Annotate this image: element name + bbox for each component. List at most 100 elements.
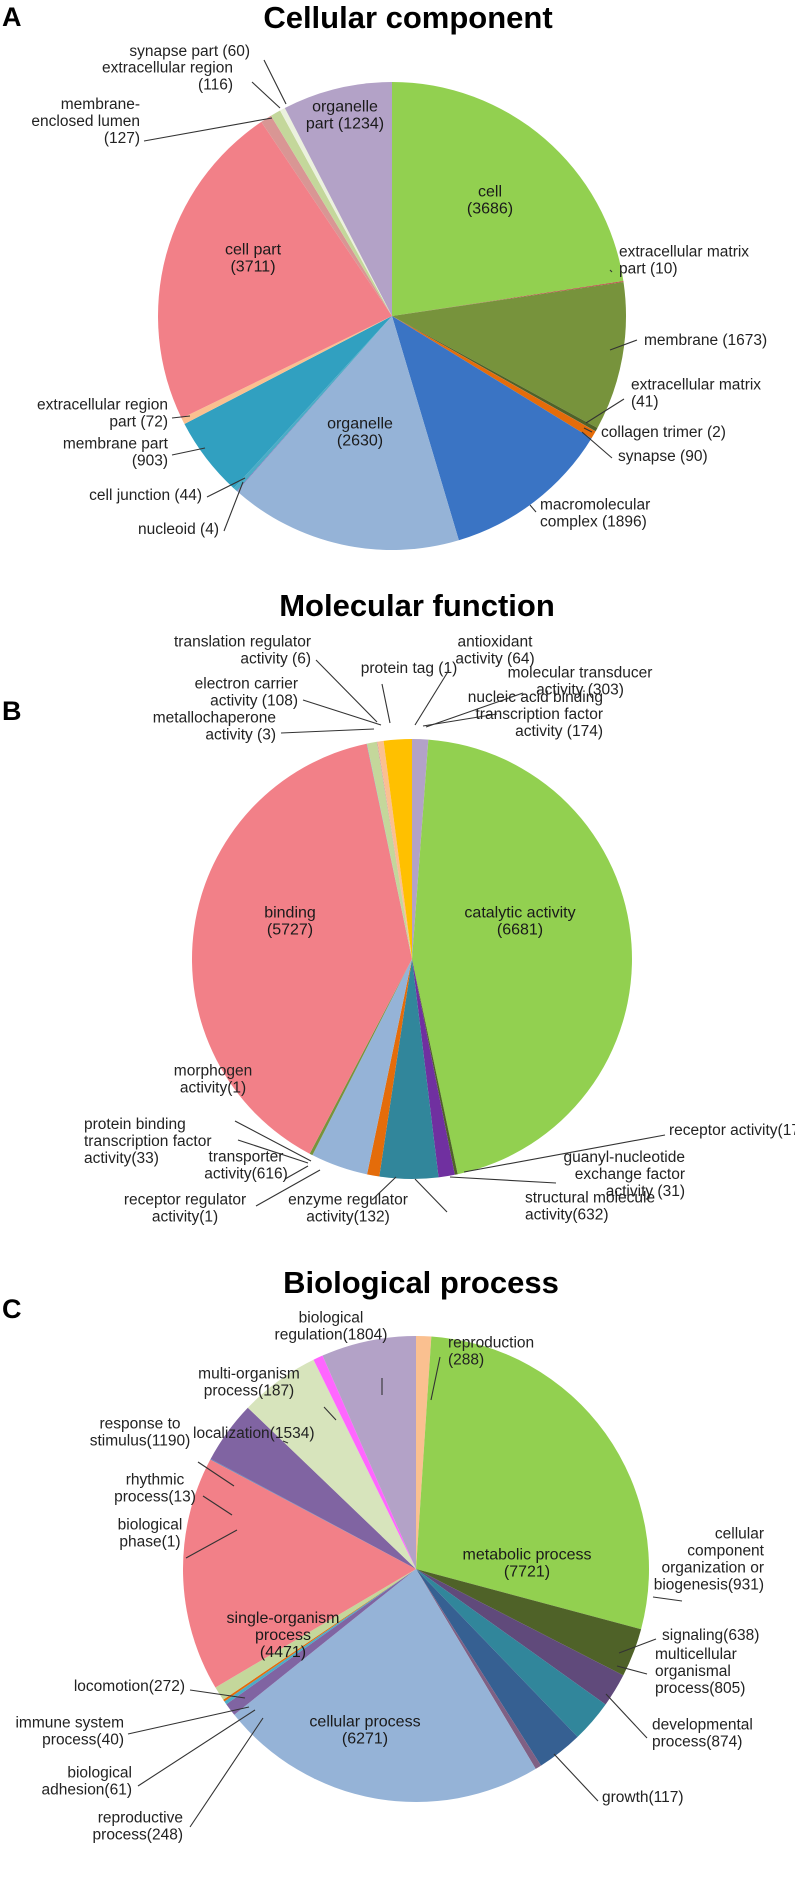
leader-receptor-regulator-activity xyxy=(255,1169,321,1207)
leader-guanyl-nucleotide-exchange-factor-activity xyxy=(449,1176,557,1184)
label-reproduction: reproduction(288) xyxy=(448,1335,534,1369)
slice-localization xyxy=(247,1359,416,1569)
slice-metallochaperone-activity xyxy=(366,743,412,959)
slice-membrane xyxy=(392,281,626,428)
biological-process-title: Biological process xyxy=(283,1265,559,1300)
leader-localization xyxy=(282,1440,289,1444)
slice-response-to-stimulus xyxy=(210,1407,416,1569)
slice-biological-phase xyxy=(210,1459,416,1569)
cellular-component-title: Cellular component xyxy=(263,0,552,35)
leader-reproductive-process xyxy=(189,1717,264,1828)
slice-reproductive-process xyxy=(226,1569,416,1715)
label-receptor-activity: receptor activity(175) xyxy=(669,1122,795,1139)
slice-membrane-enclosed-lumen xyxy=(261,115,392,316)
slice-immune-system-process xyxy=(223,1569,416,1702)
leader-multi-organism-process xyxy=(323,1406,337,1421)
leader-morphogen-activity xyxy=(234,1120,312,1162)
leader-synapse-part xyxy=(263,59,287,105)
slice-cellular-process xyxy=(234,1569,536,1803)
leader-rhythmic-process xyxy=(202,1495,233,1516)
slice-locomotion xyxy=(215,1569,416,1700)
slice-multicellular-organismal-process xyxy=(416,1569,606,1737)
leader-multicellular-organismal-process xyxy=(616,1665,648,1675)
slice-membrane-part xyxy=(184,316,392,489)
slice-collagen-trimer xyxy=(392,316,596,432)
slice-biological-regulation xyxy=(322,1336,416,1569)
leader-biological-phase xyxy=(185,1529,238,1559)
leader-immune-system-process xyxy=(127,1706,250,1735)
leader-translation-regulator-activity xyxy=(315,659,378,723)
slice-extracellular-region-part xyxy=(181,316,392,425)
leader-growth xyxy=(553,1753,599,1802)
leader-macromolecular-complex xyxy=(529,504,537,513)
slice-macromolecular-complex xyxy=(392,316,592,541)
leader-response-to-stimulus xyxy=(197,1461,235,1487)
slice-growth xyxy=(416,1569,542,1769)
label-synapse-part: synapse part (60) xyxy=(129,43,250,60)
slice-rhythmic-process xyxy=(210,1458,416,1569)
label-binding: binding(5727) xyxy=(264,905,316,939)
slice-nucleoid xyxy=(236,316,392,492)
leader-extracellular-matrix-part xyxy=(609,269,613,273)
leader-molecular-transducer-activity xyxy=(425,692,524,728)
slice-guanyl-nucleotide-exchange-factor-activity xyxy=(412,959,458,1175)
leader-signaling xyxy=(618,1638,657,1654)
label-metabolic-process: metabolic process(7721) xyxy=(463,1547,592,1581)
leader-transporter-activity xyxy=(284,1165,309,1180)
leader-reproduction xyxy=(430,1356,441,1401)
slice-antioxidant-activity xyxy=(377,740,412,959)
leader-receptor-activity xyxy=(463,1134,666,1173)
label-collagen-trimer: collagen trimer (2) xyxy=(601,424,726,441)
label-growth: growth(117) xyxy=(602,1789,684,1806)
slice-molecular-transducer-activity xyxy=(383,739,412,959)
slice-synapse xyxy=(392,316,596,439)
leader-developmental-process xyxy=(605,1693,648,1739)
slice-synapse-part xyxy=(280,107,392,316)
slice-catalytic-activity xyxy=(412,739,632,1175)
leader-extracellular-region xyxy=(251,81,281,109)
panel-label-b: B xyxy=(2,696,22,726)
leader-electron-carrier-activity xyxy=(302,699,382,726)
label-localization: localization(1534) xyxy=(193,1425,315,1442)
leader-synapse xyxy=(581,431,613,459)
slice-structural-molecule-activity xyxy=(379,959,439,1179)
slice-protein-binding-transcription-factor-activity xyxy=(309,959,412,1156)
slice-morphogen-activity xyxy=(309,959,412,1154)
label-extracellular-region: extracellular region(116) xyxy=(102,60,233,94)
leader-antioxidant-activity xyxy=(414,669,450,726)
slice-extracellular-matrix-part xyxy=(392,281,624,316)
leader-nucleoid xyxy=(223,481,244,532)
slice-metabolic-process xyxy=(416,1336,650,1630)
leader-enzyme-regulator-activity xyxy=(371,1176,397,1201)
slice-organelle xyxy=(236,316,459,551)
molecular-function-chart: B Molecular function nucleic acid bindin… xyxy=(2,588,795,1226)
slice-protein-tag xyxy=(377,741,412,959)
slice-organelle-part xyxy=(284,82,392,316)
slice-receptor-regulator-activity xyxy=(366,959,412,1175)
label-cell: cell(3686) xyxy=(467,184,513,218)
label-cellular-process: cellular process(6271) xyxy=(309,1714,420,1748)
label-membrane: membrane (1673) xyxy=(644,332,767,349)
slice-developmental-process xyxy=(416,1569,578,1766)
leader-locomotion xyxy=(189,1689,246,1699)
label-signaling: signaling(638) xyxy=(662,1627,759,1644)
leader-cellular-component-organization-or-biogenesis xyxy=(652,1596,683,1602)
label-cell-junction: cell junction (44) xyxy=(89,487,202,504)
slice-cell xyxy=(392,81,624,316)
